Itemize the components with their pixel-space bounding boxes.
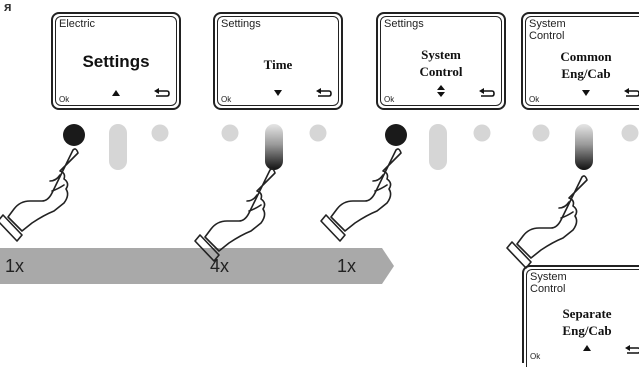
button-left bbox=[221, 124, 239, 142]
nav-up-icon bbox=[111, 84, 121, 102]
display-screen-4: System Control Common Eng/Cab Ok bbox=[521, 12, 639, 110]
button-center-slot bbox=[429, 124, 447, 170]
display-bezel bbox=[526, 269, 639, 367]
button-right bbox=[621, 124, 639, 142]
pointing-hand-icon bbox=[194, 168, 276, 262]
screen-main-text: Time bbox=[263, 57, 293, 72]
button-left-pressed bbox=[385, 124, 407, 146]
ok-label: Ok bbox=[384, 95, 395, 104]
back-arrow-icon bbox=[315, 86, 333, 105]
display-screen-3: Settings System Control Ok bbox=[376, 12, 506, 110]
screen-header: Settings bbox=[384, 18, 424, 30]
display-bezel bbox=[217, 16, 339, 106]
ok-label: Ok bbox=[529, 95, 540, 104]
display-screen-1: Electric Settings Ok bbox=[51, 12, 181, 110]
nav-updown-icon bbox=[436, 84, 446, 102]
page-letter: я bbox=[4, 0, 12, 14]
display-bezel bbox=[380, 16, 502, 106]
press-count-label-1: 1x bbox=[5, 256, 25, 276]
progress-arrow bbox=[0, 248, 394, 284]
pointing-hand-icon bbox=[506, 175, 588, 269]
nav-down-icon bbox=[273, 84, 283, 102]
press-count-label-2: 4x bbox=[210, 256, 230, 276]
button-right bbox=[309, 124, 327, 142]
back-arrow-icon bbox=[623, 86, 639, 105]
button-right bbox=[151, 124, 169, 142]
screen-header: System Control bbox=[530, 271, 567, 295]
nav-down-icon bbox=[581, 84, 591, 102]
button-right bbox=[473, 124, 491, 142]
button-center-slot bbox=[109, 124, 127, 170]
display-screen-5: System Control Separate Eng/Cab Ok bbox=[522, 265, 639, 367]
display-bezel bbox=[525, 16, 639, 106]
ok-label: Ok bbox=[59, 95, 70, 104]
screen-main-text-line-1: Separate bbox=[562, 306, 612, 321]
ok-label: Ok bbox=[221, 95, 232, 104]
button-center-pressed bbox=[265, 124, 283, 170]
display-screen-2: Settings Time Ok bbox=[213, 12, 343, 110]
display-bezel bbox=[55, 16, 177, 106]
screen-main-text-line-1: Common bbox=[560, 49, 612, 64]
screen-main-text-line-2: Eng/Cab bbox=[561, 66, 611, 81]
nav-up-icon bbox=[582, 339, 592, 357]
screen-header: Settings bbox=[221, 18, 261, 30]
screen-header: Electric bbox=[59, 18, 96, 30]
back-arrow-icon bbox=[478, 86, 496, 105]
press-count-label-3: 1x bbox=[337, 256, 357, 276]
screen-header: System Control bbox=[529, 18, 566, 42]
button-center-pressed bbox=[575, 124, 593, 170]
screen-main-text-line-2: Eng/Cab bbox=[562, 323, 612, 338]
screen-main-text-line-1: System bbox=[421, 47, 461, 62]
screen-main-text: Settings bbox=[82, 52, 150, 71]
back-arrow-icon bbox=[153, 86, 171, 105]
pointing-hand-icon bbox=[320, 148, 402, 242]
pointing-hand-icon bbox=[0, 148, 79, 242]
ok-label: Ok bbox=[530, 352, 541, 361]
button-left-pressed bbox=[63, 124, 85, 146]
button-left bbox=[532, 124, 550, 142]
screen-main-text-line-2: Control bbox=[419, 64, 463, 79]
